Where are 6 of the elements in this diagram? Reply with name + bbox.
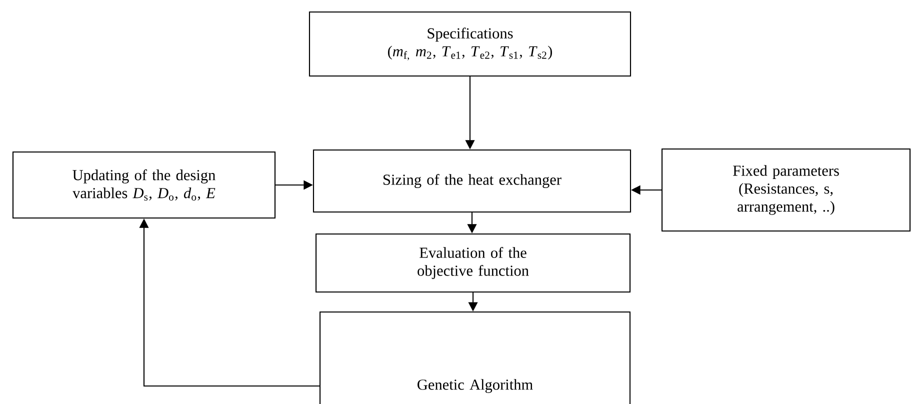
process-box: Updating of the design variables D$_{s}$, D$_{o}$, d$_{o}$, E (12, 151, 276, 219)
process-box: Evaluation of the objective function (316, 233, 631, 293)
process-box: Fixed parameters (Resistances, s, arrangement, ..) (662, 148, 911, 232)
process-box: Sizing of the heat exchanger (312, 149, 632, 213)
process-box: Specifications (m$_{f,}$ m$_{2}$, T$_{e1}$, T$_{e2}$, T$_{s1}$, T$_{s2}$) (308, 11, 632, 77)
process-box: Genetic Algorithm (319, 311, 631, 404)
